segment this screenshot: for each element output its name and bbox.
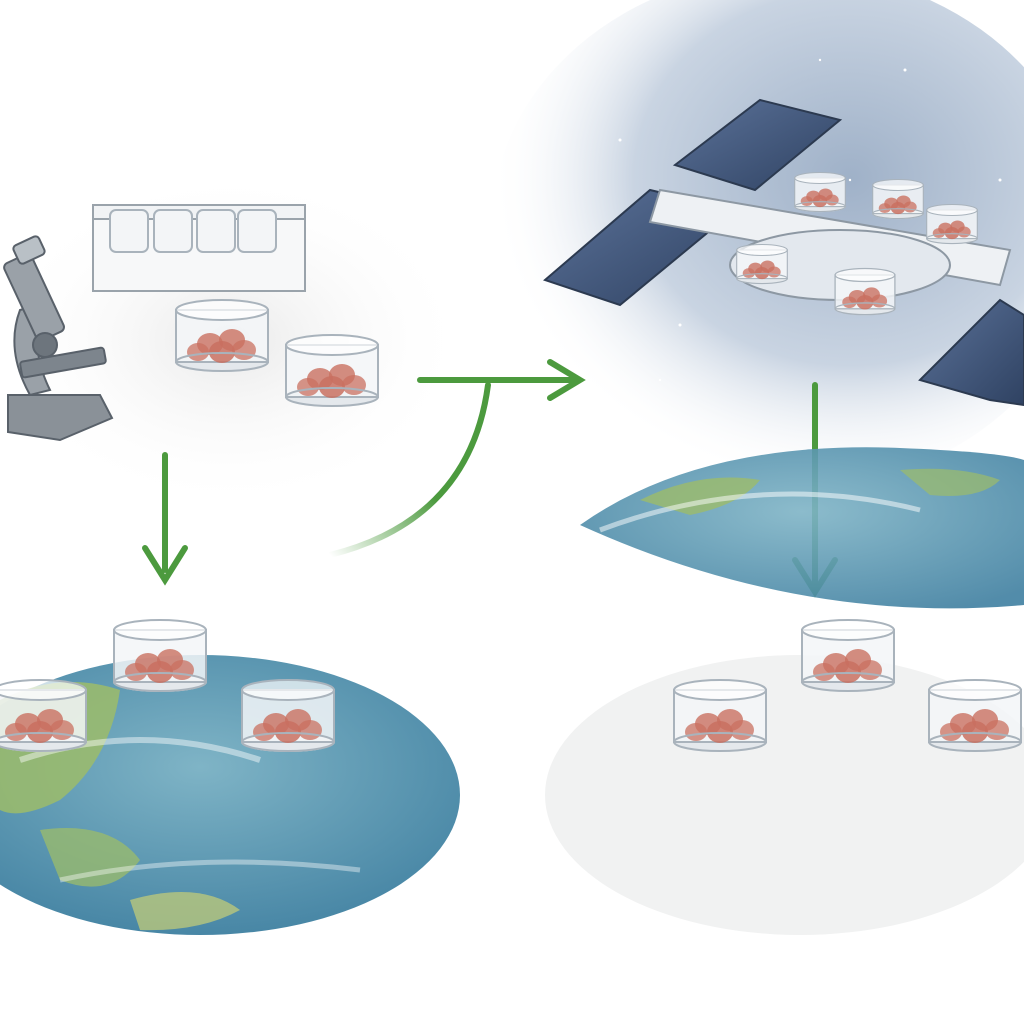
petri-dish-icon — [112, 619, 208, 693]
petri-dish-icon — [0, 679, 88, 753]
culture-platform — [545, 655, 1024, 935]
petri-dish-icon — [174, 299, 270, 373]
petri-dish-icon — [833, 267, 897, 316]
petri-dish-icon — [925, 203, 979, 245]
petri-dish-icon — [800, 619, 896, 693]
petri-dish-icon — [927, 679, 1023, 753]
petri-dish-icon — [284, 334, 380, 408]
microscope-icon — [3, 235, 114, 442]
arrow-icon — [142, 452, 188, 586]
petri-dish-icon — [871, 178, 925, 220]
earth-icon — [580, 447, 1024, 609]
petri-dish-icon — [672, 679, 768, 753]
petri-dish-icon — [735, 243, 789, 285]
petri-dish-icon — [240, 679, 336, 753]
arrow-icon — [327, 359, 586, 558]
petri-dish-icon — [793, 171, 847, 213]
test-tube-rack-icon — [92, 204, 306, 292]
